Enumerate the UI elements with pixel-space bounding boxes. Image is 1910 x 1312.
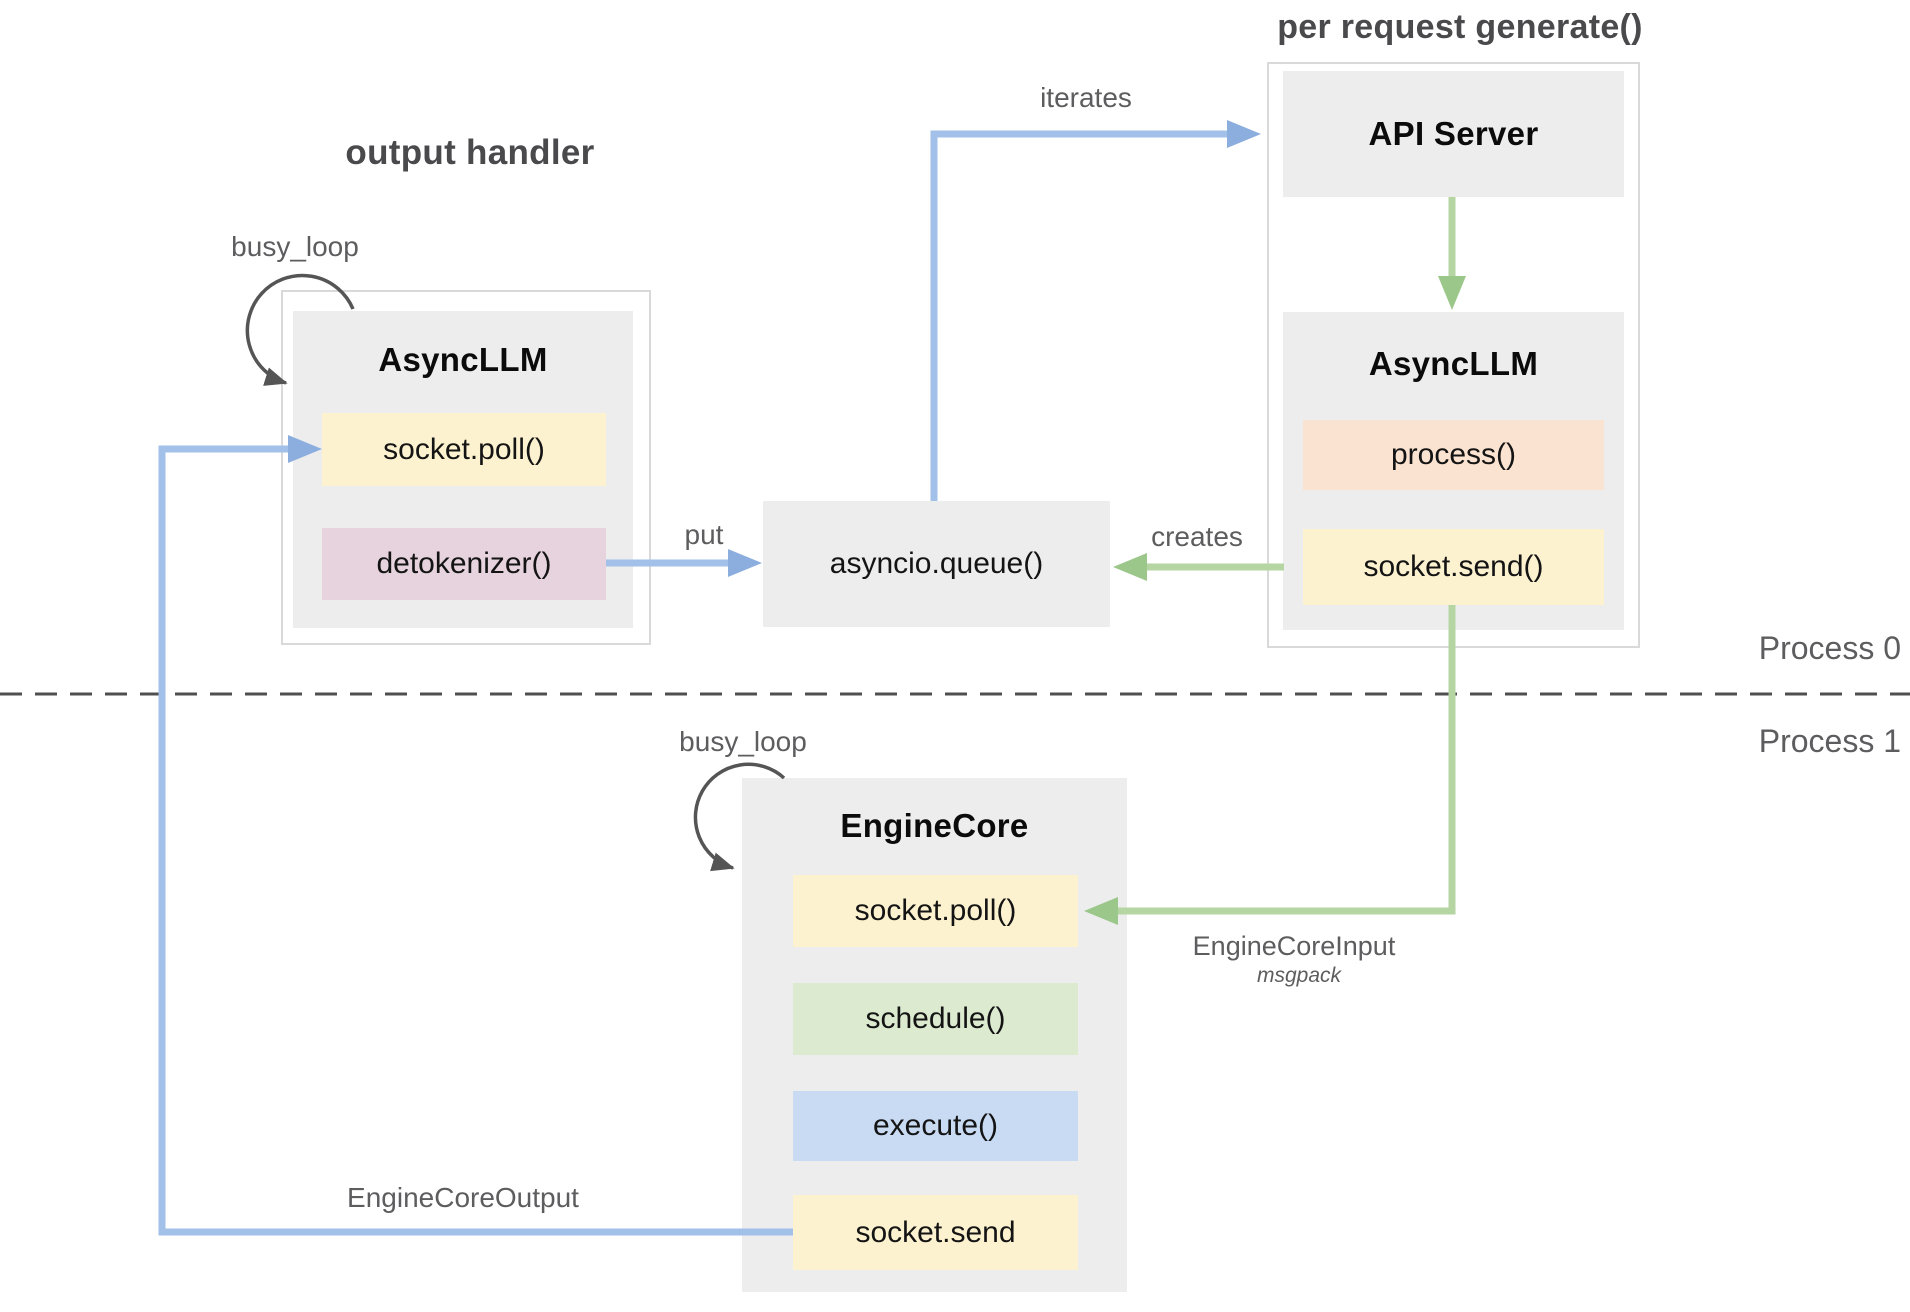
right-socket-send-box: socket.send() xyxy=(1303,529,1604,605)
api-server-box: API Server xyxy=(1283,71,1624,197)
output-handler-title: output handler xyxy=(345,133,595,172)
put-label: put xyxy=(684,519,724,550)
left-asyncllm-title: AsyncLLM xyxy=(378,341,548,378)
asyncio-queue-box: asyncio.queue() xyxy=(763,501,1110,627)
busy-loop-left-label: busy_loop xyxy=(231,231,359,262)
execute-box: execute() xyxy=(793,1091,1078,1161)
schedule-box: schedule() xyxy=(793,983,1078,1055)
engine-socket-poll-box: socket.poll() xyxy=(793,875,1078,947)
process-0-label: Process 0 xyxy=(1758,630,1901,666)
process-1-label: Process 1 xyxy=(1758,723,1901,759)
iterates-label: iterates xyxy=(1040,82,1132,113)
engine-core-input-label: EngineCoreInput xyxy=(1192,931,1396,961)
engine-core-title: EngineCore xyxy=(840,807,1029,844)
busy-loop-engine-label: busy_loop xyxy=(679,726,807,757)
engine-socket-send-box: socket.send xyxy=(793,1195,1078,1270)
right-asyncllm-title: AsyncLLM xyxy=(1368,345,1539,382)
creates-label: creates xyxy=(1151,521,1243,552)
process-box: process() xyxy=(1303,420,1604,490)
per-request-generate-title: per request generate() xyxy=(1277,8,1643,46)
msgpack-label: msgpack xyxy=(1256,964,1342,987)
engine-core-output-label: EngineCoreOutput xyxy=(347,1182,579,1213)
